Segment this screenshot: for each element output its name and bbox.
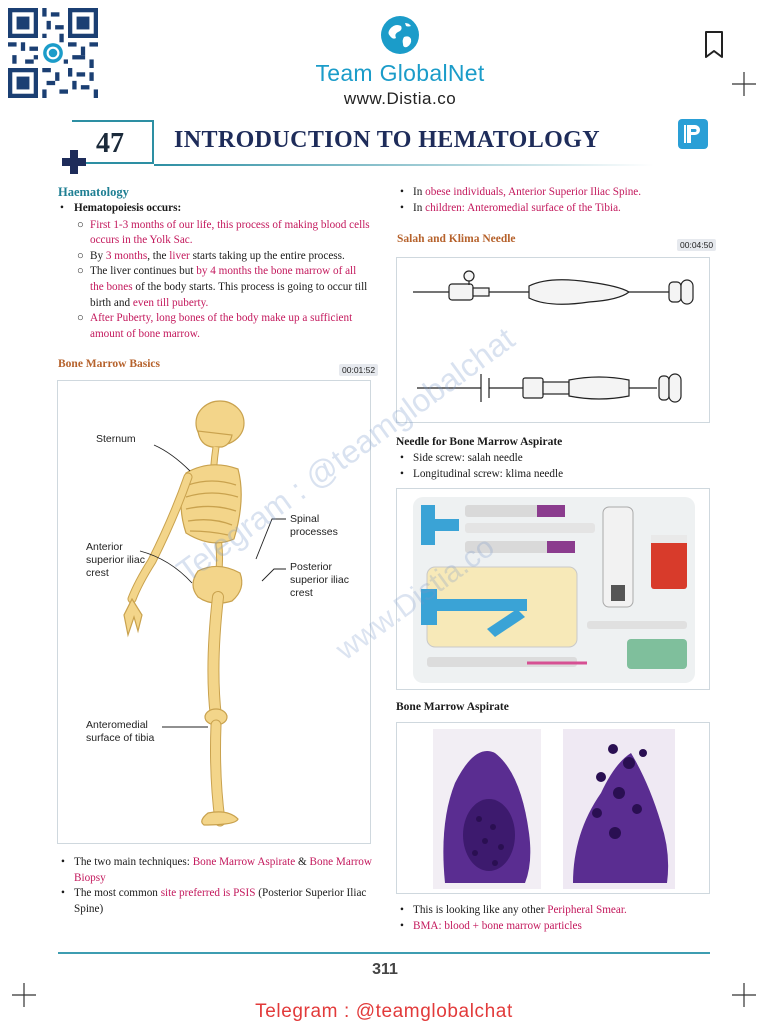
text-run: even till puberty. — [132, 296, 209, 309]
skeleton-illustration — [123, 400, 286, 827]
text-run: 3 months — [105, 249, 148, 262]
list-item: • The two main techniques: Bone Marrow As… — [61, 855, 372, 886]
presentation-icon[interactable] — [677, 118, 709, 150]
aspirate-kit-figure — [396, 488, 710, 690]
telegram-footer: Telegram : @teamglobalchat — [255, 1001, 513, 1022]
text-run: Bone Marrow Biopsy — [74, 856, 372, 884]
needle-illustration — [413, 270, 694, 403]
text-run: BMA: blood + bone marrow particles — [413, 919, 582, 932]
list-item: •The most common site preferred is PSIS … — [61, 886, 372, 917]
subheading: Hematopoiesis occurs: — [74, 202, 182, 214]
text-run: liver — [169, 249, 190, 262]
smear-illustration — [433, 729, 675, 889]
techniques-list: • The two main techniques: Bone Marrow As… — [61, 855, 372, 917]
list-item: ○ By 3 months, the liver starts taking up… — [77, 249, 372, 265]
timestamp-badge: 00:04:50 — [677, 239, 717, 251]
label-spinal-processes: Spinal processes — [290, 513, 338, 538]
aspirate-heading: Bone Marrow Aspirate — [396, 701, 509, 713]
aspirate-kit-illustration — [413, 497, 695, 683]
needle-list: • Side screw: salah needle • Longitudinal s… — [400, 451, 713, 483]
bookmark-icon[interactable] — [702, 30, 726, 60]
text-run: Longitudinal screw: klima needle — [413, 467, 564, 480]
skeleton-figure: Sternum Spinal processes Anterior superi… — [57, 380, 371, 844]
bullet-icon: • — [400, 186, 404, 198]
smear-figure — [396, 722, 710, 894]
text-run: Bone Marrow Aspirate — [192, 856, 296, 868]
chapter-number-box — [72, 120, 154, 164]
section-heading-haematology: Haematology — [58, 185, 129, 199]
needle-heading: Needle for Bone Marrow Aspirate — [396, 436, 563, 448]
needle-figure — [396, 257, 710, 423]
timestamp-badge: 00:01:52 — [339, 364, 379, 376]
page-number: 311 — [372, 961, 398, 978]
subheading-row: • Hematopoiesis occurs: — [60, 202, 182, 214]
hematopoiesis-block: • Hematopoiesis occurs: ○ First 1-3 month… — [60, 201, 372, 343]
crosshair-icon — [12, 983, 36, 1007]
bullet-icon: ○ — [77, 218, 84, 231]
bullet-icon: • — [400, 919, 404, 932]
plus-icon — [62, 150, 86, 174]
list-item: • Side screw: salah needle — [400, 451, 713, 467]
site-list: • In obese individuals, Anterior Superior… — [400, 185, 713, 217]
label-anteromedial-tibia: Anteromedial surface of tibia — [86, 719, 155, 744]
text-run: starts taking up the entire process. — [189, 249, 345, 262]
text-run: In — [413, 201, 426, 214]
text-run: After Puberty, long bones of the body ma… — [90, 312, 353, 340]
text-run: In — [413, 186, 426, 198]
text-run: First 1-3 months of our life, this proce… — [90, 218, 370, 247]
bullet-icon: • — [61, 887, 65, 900]
bullet-icon: • — [400, 467, 404, 480]
brand-url: www.Distia.co — [343, 89, 457, 108]
bullet-icon: • — [400, 904, 404, 916]
list-item: ○ The liver continues but by 4 months the… — [77, 264, 372, 311]
text-run: Peripheral Smear. — [547, 904, 627, 916]
list-item: ○ After Puberty, long bones of the body m… — [77, 311, 372, 342]
list-item: ○ First 1-3 months of our life, this proc… — [77, 218, 372, 249]
list-item: • In obese individuals, Anterior Superior… — [400, 185, 713, 201]
text-run: children: Anteromedial surface of the Ti… — [425, 201, 621, 214]
bullet-icon: • — [61, 856, 65, 868]
label-anterior-superior-iliac-crest: Anterior superior iliac crest — [86, 541, 145, 579]
list-item: • Longitudinal screw: klima needle — [400, 467, 713, 483]
footer-rule — [58, 952, 710, 954]
text-run: site preferred is PSIS — [160, 887, 256, 900]
text-run: By — [90, 249, 106, 262]
text-run: The liver continues but — [90, 265, 197, 278]
text-run: of the body starts. This process is goin… — [90, 280, 368, 309]
crosshair-icon — [732, 72, 756, 96]
text-run: This is looking like any other — [413, 904, 548, 916]
bullet-icon: ○ — [77, 265, 84, 278]
bullet-icon: ○ — [77, 312, 84, 325]
text-run: The two main techniques: — [74, 856, 193, 868]
section-heading-salah-klima: Salah and Klima Needle — [397, 233, 516, 245]
list-item: • BMA: blood + bone marrow particles — [400, 919, 713, 935]
text-run: & — [295, 856, 310, 868]
aspirate-list: • This is looking like any other Peripher… — [400, 903, 713, 935]
chapter-title: INTRODUCTION TO HEMATOLOGY — [174, 127, 601, 153]
label-posterior-superior-iliac-crest: Posterior superior iliac crest — [290, 561, 349, 599]
crosshair-icon — [732, 983, 756, 1007]
chapter-rule — [154, 164, 654, 166]
text-run: by 4 months the bone marrow of all the b… — [90, 265, 357, 293]
bullet-icon: • — [400, 452, 404, 464]
hematopoiesis-list: ○ First 1-3 months of our life, this proc… — [77, 218, 372, 343]
text-run: Side screw: salah needle — [413, 452, 523, 464]
section-heading-bone-marrow-basics: Bone Marrow Basics — [58, 358, 161, 370]
list-item: • This is looking like any other Peripher… — [400, 903, 713, 919]
brand-name: Team GlobalNet — [315, 60, 485, 86]
chapter-number: 47 — [96, 128, 124, 159]
bullet-icon: ○ — [77, 249, 84, 262]
text-run: The most common — [74, 887, 161, 900]
globe-logo-icon — [381, 16, 419, 54]
text-run: obese individuals, Anterior Superior Ili… — [425, 186, 642, 198]
text-run: (Posterior Superior Iliac Spine) — [74, 887, 367, 915]
bullet-icon: • — [400, 201, 404, 214]
label-sternum: Sternum — [96, 433, 136, 445]
list-item: • In children: Anteromedial surface of th… — [400, 201, 713, 217]
qr-code — [8, 8, 98, 98]
text-run: , the — [147, 249, 170, 262]
